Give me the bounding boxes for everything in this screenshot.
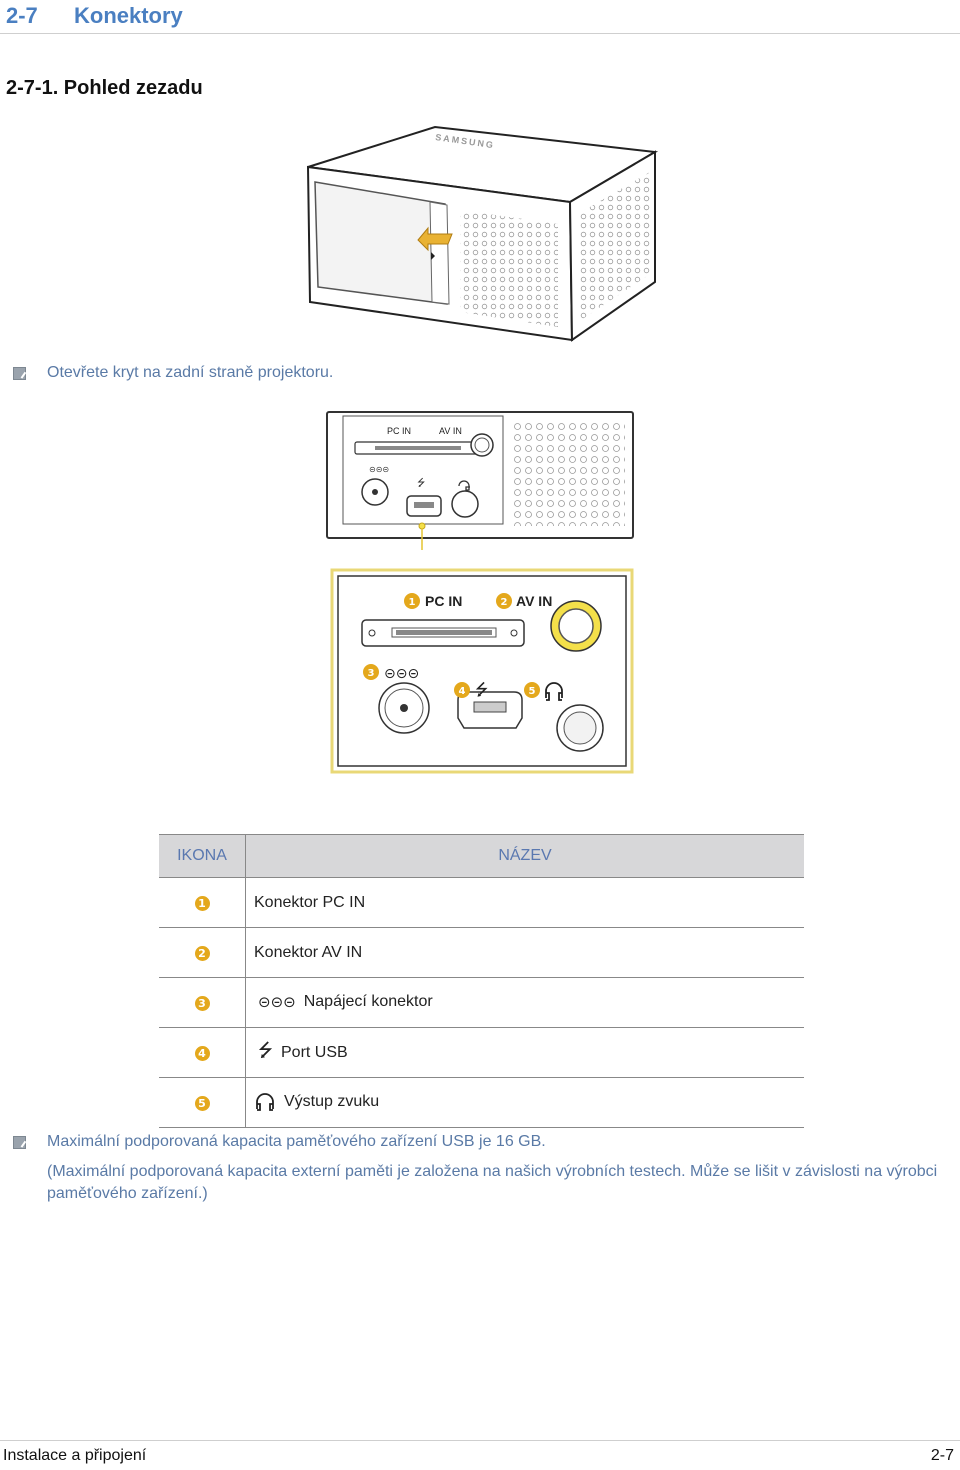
note-icon [13, 1136, 26, 1149]
section-divider [0, 33, 960, 34]
badge-1: 1 [409, 597, 416, 608]
row-name: Port USB [281, 1043, 348, 1061]
column-icon: IKONA [159, 834, 246, 878]
row-name: Konektor PC IN [254, 893, 366, 911]
table-row: 3 ⊝⊝⊝ Napájecí konektor [159, 977, 804, 1028]
row-name: Konektor AV IN [254, 943, 363, 961]
large-pc-in-label: PC IN [425, 593, 462, 609]
table-row: 2 Konektor AV IN [159, 927, 804, 978]
rear-panel-large: 1 PC IN 2 AV IN 3 ⊝⊝⊝ 4 ⭍ 5 [330, 568, 634, 774]
section-number: 2-7 [6, 3, 38, 28]
small-pc-in-label: PC IN [387, 426, 411, 436]
table-row: 5 Výstup zvuku [159, 1077, 804, 1128]
row-name: Výstup zvuku [284, 1093, 380, 1111]
badge-2: 2 [501, 597, 508, 608]
badge-2-icon: 2 [194, 945, 210, 961]
footer-chapter: Instalace a připojení [3, 1447, 147, 1464]
note-usb-capacity: Maximální podporovaná kapacita paměťovéh… [47, 1133, 546, 1150]
connector-table: IKONA NÁZEV 1 Konektor PC IN 2 Konektor … [159, 834, 804, 1128]
note-icon [13, 367, 26, 380]
table-row: 4 ⭍ Port USB [159, 1027, 804, 1078]
row-name: Napájecí konektor [303, 993, 433, 1011]
small-av-in-label: AV IN [439, 426, 462, 436]
section-title: Konektory [74, 3, 183, 28]
usb-icon: ⭍ [475, 680, 488, 699]
section-heading: 2-7 Konektory [6, 3, 183, 29]
badge-5-icon: 5 [194, 1095, 210, 1111]
badge-3: 3 [368, 668, 375, 679]
footer-divider [0, 1440, 960, 1441]
badge-4: 4 [459, 686, 466, 697]
svg-text:⊝⊝⊝: ⊝⊝⊝ [369, 465, 389, 474]
large-av-in-label: AV IN [516, 593, 552, 609]
svg-text:⭍: ⭍ [417, 477, 425, 489]
table-row: 1 Konektor PC IN [159, 877, 804, 928]
note-open-cover: Otevřete kryt na zadní straně projektoru… [47, 364, 334, 381]
footer-page-number: 2-7 [930, 1447, 954, 1464]
headphone-icon [545, 682, 563, 701]
power-dc-icon: ⊝⊝⊝ [258, 993, 296, 1012]
usb-icon: ⭍ [258, 1039, 273, 1061]
note-usb-capacity-detail: (Maximální podporovaná kapacita externí … [47, 1163, 938, 1202]
badge-1-icon: 1 [194, 895, 210, 911]
badge-3-icon: 3 [194, 995, 210, 1011]
subheading: 2-7-1. Pohled zezadu [6, 77, 203, 99]
badge-5: 5 [529, 686, 536, 697]
column-name: NÁZEV [245, 834, 804, 878]
table-header: IKONA NÁZEV [159, 834, 804, 878]
projector-illustration: SAMSUNG [306, 125, 659, 342]
badge-4-icon: 4 [194, 1045, 210, 1061]
power-dc-icon: ⊝⊝⊝ [384, 666, 419, 682]
rear-panel-small: PC IN AV IN ⊝⊝⊝ ⭍ [326, 411, 634, 550]
headphone-icon [256, 1093, 274, 1112]
